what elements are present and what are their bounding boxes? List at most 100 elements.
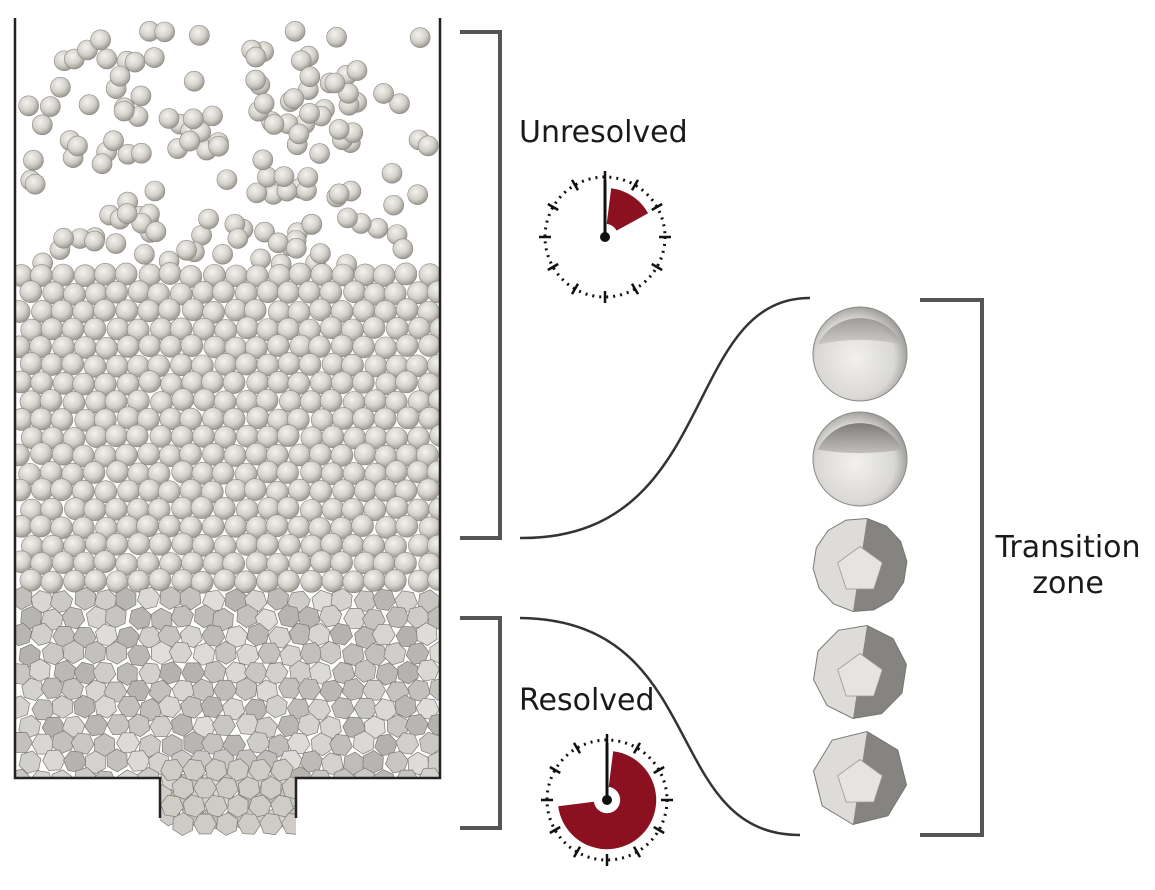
dense-particle [190,571,214,594]
polyhedral-particle [309,661,332,685]
dense-particle [310,550,333,573]
dense-particle [180,334,204,357]
polyhedral-particle [65,786,87,811]
polyhedral-particle [429,787,440,811]
polyhedral-particle [29,770,54,793]
dense-particle [352,370,375,394]
transition-stages [812,306,908,826]
dense-particle [64,497,87,520]
sparse-particle [130,85,152,107]
sparse-particle [286,237,307,259]
polyhedral-particle [343,784,366,808]
sparse-particle [198,208,219,230]
polyhedral-particle [39,788,63,812]
clock-tick [547,262,559,272]
polyhedral-particle [406,788,431,810]
polyhedral-particle [329,733,353,756]
polyhedral-particle [94,804,116,829]
polyhedral-particle [417,805,440,827]
dense-particle [63,569,86,593]
dense-particle [385,460,408,483]
dense-particle [429,424,440,447]
clock-tick [572,846,582,858]
sparse-particle [143,47,165,68]
dense-particle [116,335,140,358]
dense-particle [106,460,129,483]
polyhedral-particle [328,804,353,827]
polyhedral-particle [277,604,301,628]
sparse-particle [309,143,330,164]
sparse-particle [96,48,118,70]
sparse-particle [383,194,404,216]
unresolved-label: Unresolved [519,115,688,150]
dense-particle [395,298,419,321]
clock-tick [653,765,665,775]
dense-particle [363,498,387,522]
polyhedral-particle [297,787,321,810]
polyhedral-particle [116,732,141,754]
sparse-particle [78,94,100,115]
polyhedral-particle [416,622,438,647]
dense-particle [201,515,225,538]
dense-particle [213,568,237,592]
dense-particle [137,299,161,323]
dense-particle [300,570,323,593]
sparse-particle [392,238,414,260]
dense-particle [256,280,280,304]
dense-particle [236,316,259,340]
dense-particle [277,280,300,304]
stage-polyhedron-dodecahedron [812,730,908,826]
polyhedral-particle [310,732,333,757]
sparse-particle [227,228,249,249]
particle-container [13,18,442,818]
dense-particle [427,568,440,591]
dense-particle [127,389,150,413]
dense-particle [50,478,73,501]
polyhedral-particle [353,730,375,755]
polyhedral-particle [179,624,203,648]
dense-particle [157,298,181,321]
sparse-particle [299,66,321,88]
polyhedral-particle [200,695,224,719]
polyhedral-particle [387,713,408,738]
clock-tick [630,283,640,295]
dense-particle [169,282,193,306]
polyhedral-particle [84,714,108,737]
sparse-particle [67,135,88,157]
dense-particle [407,569,431,593]
dense-particle [352,407,375,430]
dense-particle [15,443,30,467]
outlet-particle [171,776,195,800]
dense-particle [277,569,300,593]
dense-particle [319,389,343,412]
polyhedral-particle [139,803,162,827]
dense-particle [114,262,138,286]
stage-top-shade [817,423,903,454]
dense-particle [383,282,407,305]
polyhedral-particle [322,784,345,809]
stage-front-face [837,653,883,697]
sparse-particle [31,114,53,136]
clock-tick [651,262,663,272]
polyhedral-particle [51,694,74,719]
dense-particle [276,496,300,520]
transition-zone-bracket [920,298,984,837]
sparse-particle [109,65,131,87]
dense-particle [29,514,53,538]
polyhedral-particle [429,640,440,665]
dense-particle [148,533,172,556]
sparse-particle [103,130,124,151]
polyhedral-particle [73,694,96,719]
outlet-particle [227,794,249,818]
dense-particle [137,442,160,466]
dense-particle [94,480,118,504]
outlet-particle [172,812,194,836]
sparse-particle [176,239,197,261]
sparse-particle [134,243,155,265]
dense-particle [308,335,331,358]
polyhedral-particle [150,641,172,665]
dense-particle [343,280,366,304]
dense-particle [190,496,214,519]
polyhedral-particle [106,748,128,773]
polyhedral-particle [21,677,45,701]
